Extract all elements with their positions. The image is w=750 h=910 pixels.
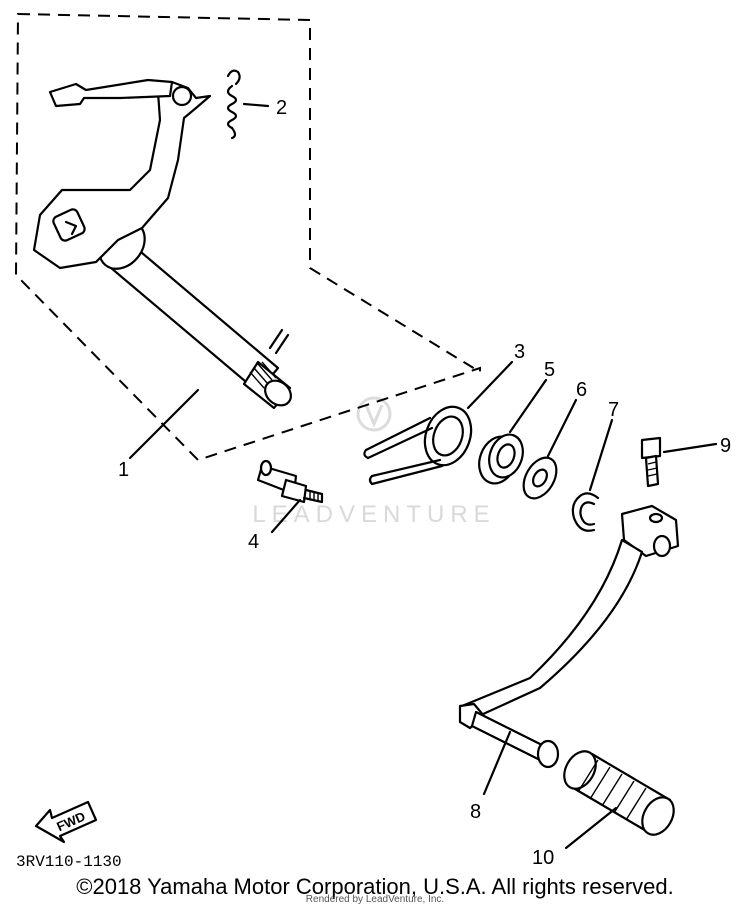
watermark-text: LEADVENTURE xyxy=(252,501,495,528)
callout-7: 7 xyxy=(608,399,619,421)
shift-pedal-part-8 xyxy=(458,504,680,769)
leadventure-watermark: LEADVENTURE xyxy=(252,396,495,528)
bushing-part-5 xyxy=(478,433,524,485)
copyright-notice: ©2018 Yamaha Motor Corporation, U.S.A. A… xyxy=(76,874,674,899)
assembly-boundary xyxy=(14,12,481,462)
callout-3: 3 xyxy=(514,341,525,363)
callout-10: 10 xyxy=(532,847,554,869)
callout-6: 6 xyxy=(576,379,587,401)
rendered-by-note: Rendered by LeadVenture, Inc. xyxy=(305,894,445,905)
callout-5: 5 xyxy=(544,359,555,381)
diagram-code: 3RV110-1130 xyxy=(16,853,122,871)
spring-part-2 xyxy=(226,69,241,140)
pin-part-4 xyxy=(256,459,324,504)
bolt-part-9 xyxy=(640,436,662,488)
callout-9: 9 xyxy=(720,435,731,457)
fwd-arrow-icon: FWD xyxy=(34,800,98,844)
callout-8: 8 xyxy=(470,801,481,823)
washer-part-6 xyxy=(522,456,558,500)
pedal-rubber-part-10 xyxy=(563,750,675,836)
torsion-spring-part-3 xyxy=(363,405,473,486)
circlip-part-7 xyxy=(571,492,600,532)
callout-4: 4 xyxy=(248,531,259,553)
leader-lines xyxy=(128,102,718,850)
callout-1: 1 xyxy=(118,459,129,481)
callout-2: 2 xyxy=(276,97,287,119)
shift-shaft-part-1 xyxy=(32,78,292,410)
